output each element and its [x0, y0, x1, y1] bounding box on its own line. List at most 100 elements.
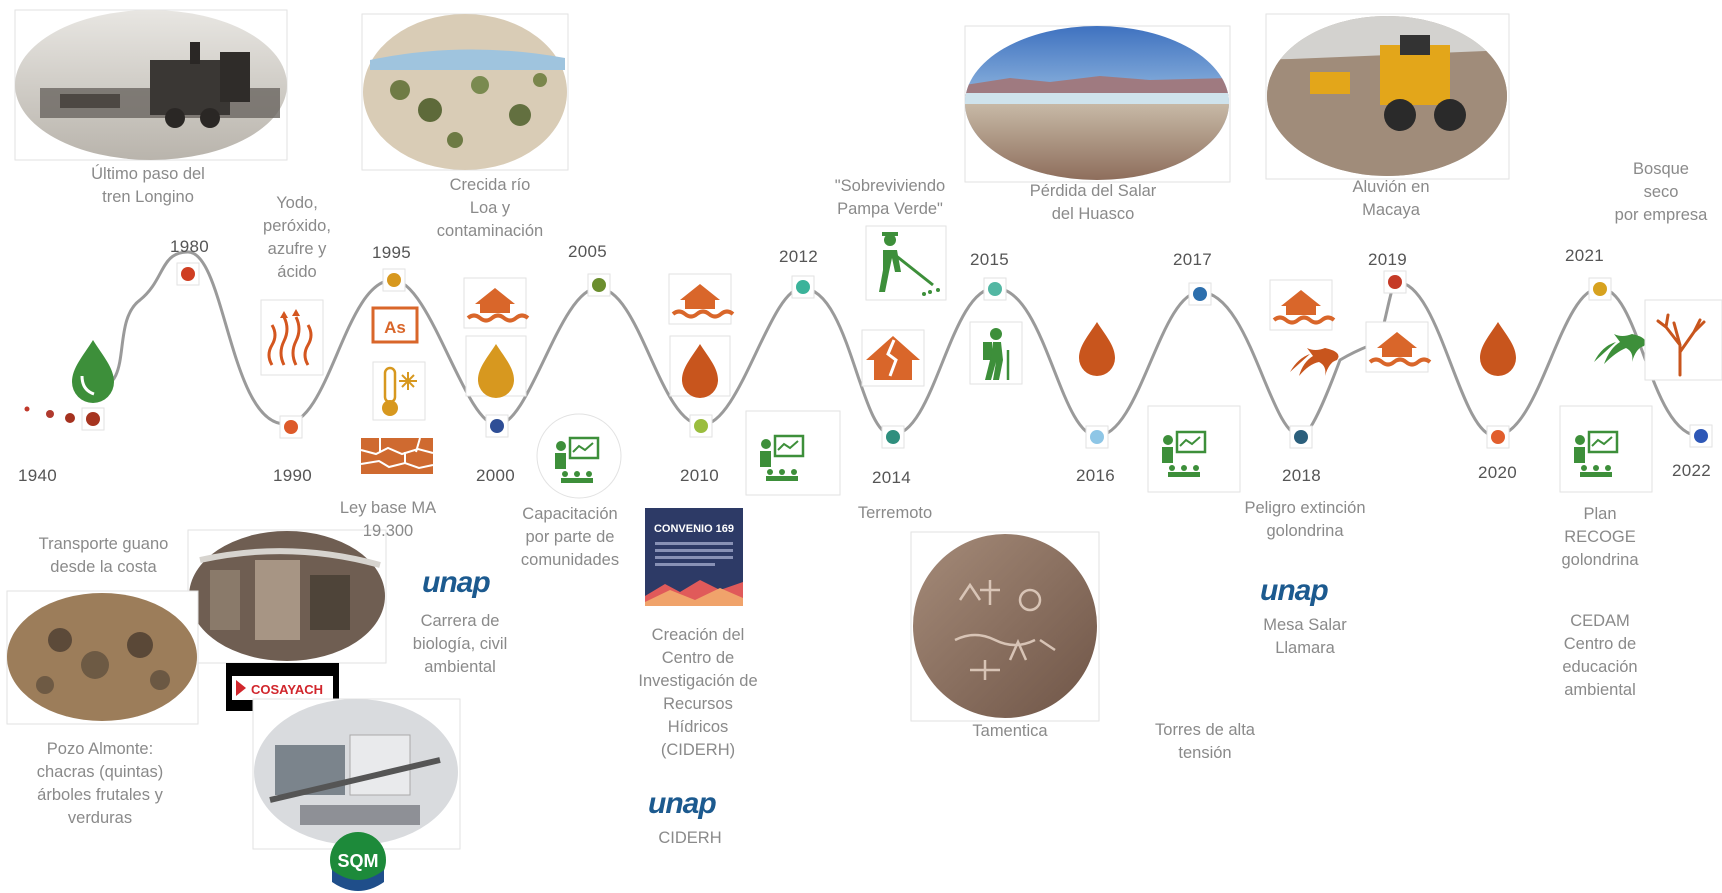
svg-text:COSAYACH: COSAYACH: [251, 682, 323, 697]
year-label-1990: 1990: [273, 466, 313, 485]
marker-2016: [1090, 430, 1104, 444]
convenio-169-image: CONVENIO 169: [645, 508, 743, 606]
water-drop-icon: [1480, 322, 1516, 376]
year-label-2014: 2014: [872, 468, 912, 487]
sqm-plant-photo: [252, 698, 461, 850]
sqm-logo: SQM: [330, 832, 386, 891]
tamentica-photo: [910, 531, 1100, 722]
marker-1990: [284, 420, 298, 434]
marker-2005: [592, 278, 606, 292]
svg-text:As: As: [384, 318, 406, 337]
year-label-2005: 2005: [568, 242, 608, 261]
year-markers: [81, 262, 1713, 449]
marker-2012: [796, 280, 810, 294]
water-drop-icon: [669, 335, 731, 398]
year-label-1940: 1940: [18, 466, 58, 485]
thermometer-icon: [372, 361, 426, 421]
unap-logo: unap: [422, 566, 491, 599]
hiker-icon: [969, 321, 1023, 385]
timeline-wave: [94, 250, 1701, 438]
marker-2019: [1388, 275, 1402, 289]
cosayach-logo: COSAYACH: [226, 663, 339, 711]
cracked-ground-icon: [360, 437, 434, 474]
svg-text:SQM: SQM: [337, 851, 378, 871]
meeting-icon: [1147, 405, 1241, 493]
year-label-2017: 2017: [1173, 250, 1213, 269]
label-pozo-almonte: Pozo Almonte:chacras (quintas)árboles fr…: [36, 740, 164, 827]
year-label-2000: 2000: [476, 466, 516, 485]
flooded-house-icon: [668, 273, 735, 325]
marker-2010: [694, 419, 708, 433]
marker-2022: [1694, 429, 1708, 443]
year-label-2016: 2016: [1076, 466, 1116, 485]
year-label-1980: 1980: [170, 237, 210, 256]
worker-icon: [865, 225, 947, 301]
marker-2000: [490, 419, 504, 433]
start-dot: [65, 413, 75, 423]
year-label-2015: 2015: [970, 250, 1010, 269]
flooded-house-icon: [1269, 279, 1336, 331]
year-label-1995: 1995: [372, 243, 412, 262]
label-tamentica: Tamentica: [972, 722, 1048, 740]
label-terremoto: Terremoto: [857, 504, 933, 522]
year-label-2018: 2018: [1282, 466, 1322, 485]
pozo-photo: [6, 590, 199, 725]
marker-2015: [988, 282, 1002, 296]
water-drop-icon: [1079, 322, 1115, 376]
marker-2014: [886, 430, 900, 444]
swallow-bird-icon: [1594, 334, 1646, 364]
river-photo: [361, 13, 569, 171]
year-label-2022: 2022: [1672, 461, 1712, 480]
flooded-house-icon: [463, 277, 530, 329]
marker-2017: [1193, 287, 1207, 301]
marker-2018: [1294, 430, 1308, 444]
year-label-2019: 2019: [1368, 250, 1408, 269]
marker-2020: [1491, 430, 1505, 444]
flooded-house-icon: [1365, 321, 1432, 373]
meeting-icon: [745, 410, 841, 496]
marker-1940: [86, 412, 100, 426]
marker-1995: [387, 273, 401, 287]
arsenic-icon: As: [371, 306, 419, 344]
train-photo: [14, 9, 288, 161]
year-label-2021: 2021: [1565, 246, 1605, 265]
year-label-2012: 2012: [779, 247, 819, 266]
year-label-2010: 2010: [680, 466, 720, 485]
heat-waves-icon: [260, 299, 324, 376]
dead-tree-icon: [1644, 299, 1722, 381]
aluvion-photo: [1265, 13, 1510, 180]
marker-1980: [181, 267, 195, 281]
guano-photo: [187, 529, 387, 664]
start-dot: [24, 406, 30, 412]
meeting-icon: [536, 413, 622, 499]
svg-text:CONVENIO 169: CONVENIO 169: [654, 523, 734, 535]
water-drop-icon: [72, 340, 114, 403]
unap-logo: unap: [648, 787, 717, 820]
label-ciderh: CIDERH: [658, 829, 722, 847]
swallow-bird-icon: [1290, 348, 1339, 376]
unap-logo: unap: [1260, 574, 1329, 607]
earthquake-house-icon: [861, 329, 925, 387]
start-dot: [46, 410, 54, 418]
year-label-2020: 2020: [1478, 463, 1518, 482]
marker-2021: [1593, 282, 1607, 296]
salar-photo: [964, 25, 1231, 183]
